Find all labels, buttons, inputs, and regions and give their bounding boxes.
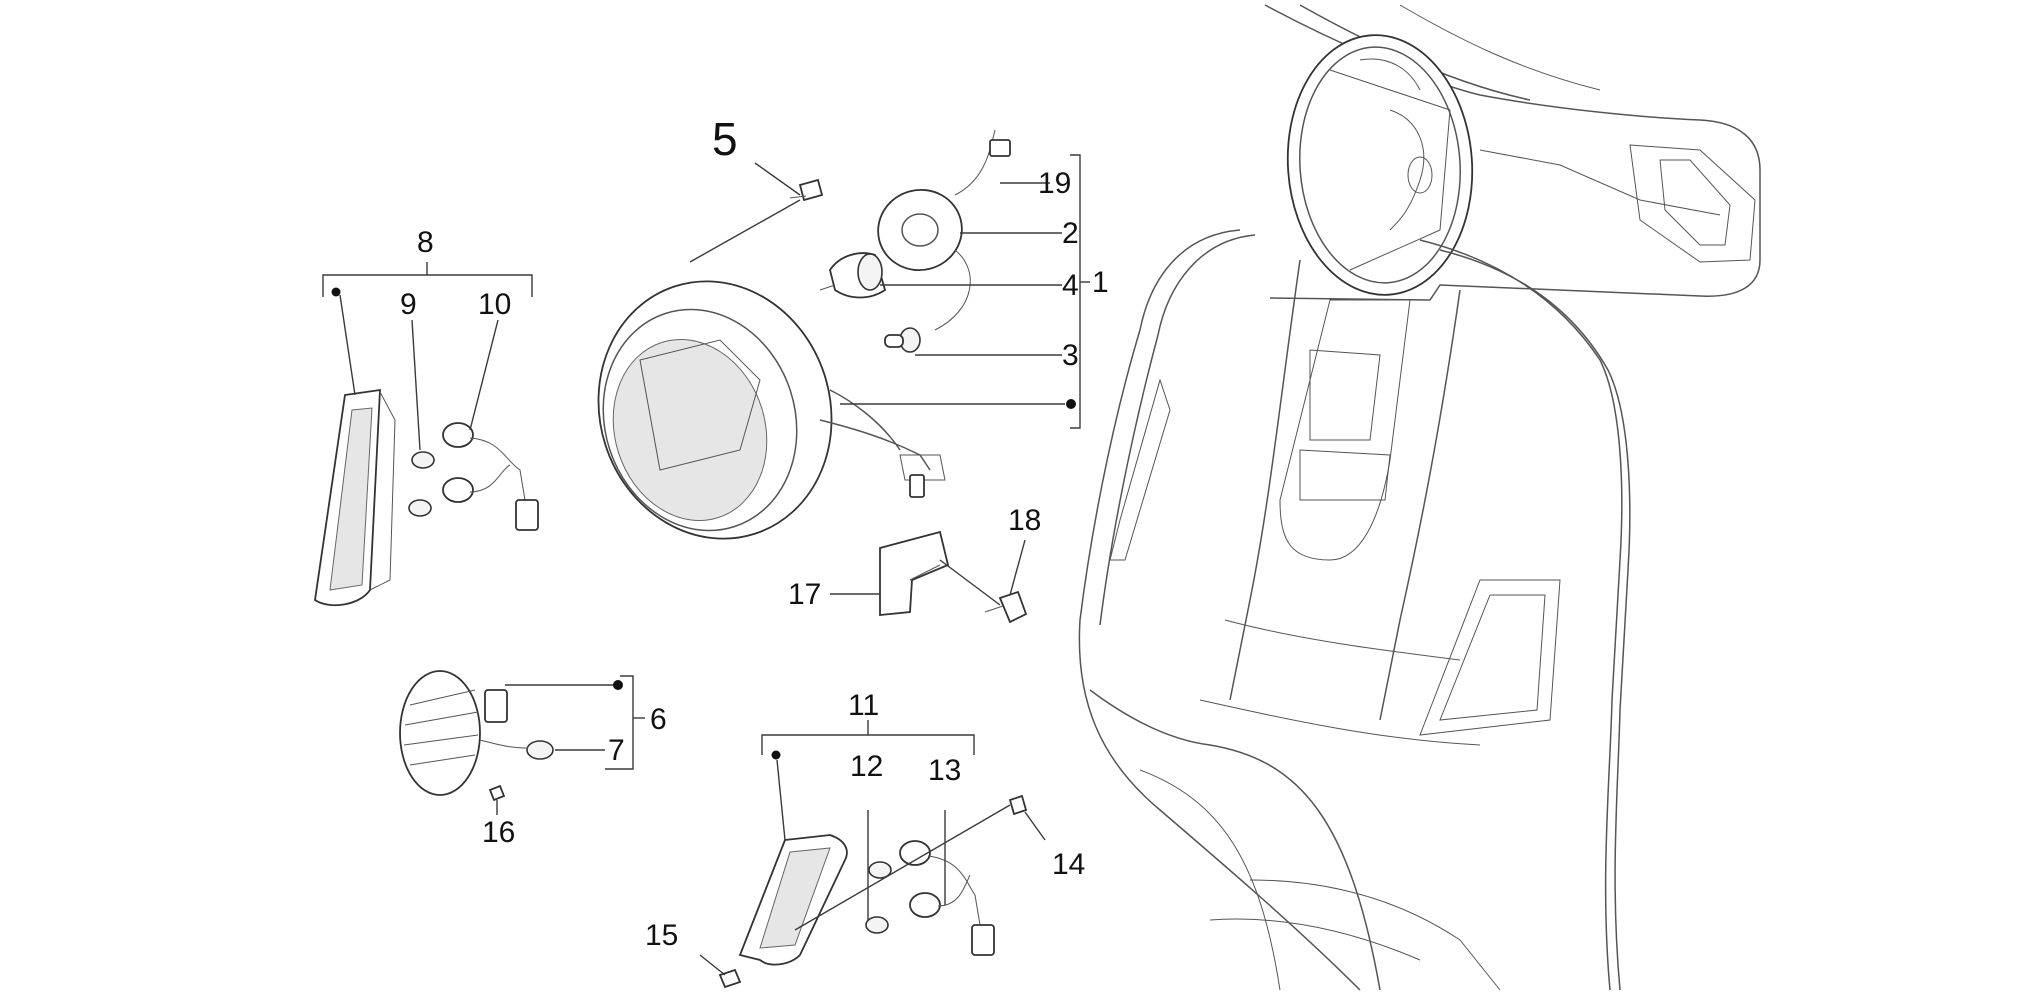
- callout-16: 16: [482, 816, 515, 849]
- callout-2: 2: [1062, 217, 1079, 250]
- callout-7: 7: [608, 734, 625, 767]
- left-indicator-assembly: [314, 388, 539, 607]
- callout-6: 6: [650, 703, 667, 736]
- headlamp-bulb-parts: [789, 129, 1011, 353]
- bracket-and-screw: [879, 530, 1028, 624]
- callout-19: 19: [1038, 167, 1071, 200]
- callout-9: 9: [400, 288, 417, 321]
- callout-3: 3: [1062, 339, 1079, 372]
- callout-5: 5: [712, 113, 738, 165]
- callout-12: 12: [850, 750, 883, 783]
- callout-11: 11: [848, 689, 879, 722]
- callout-15: 15: [645, 919, 678, 952]
- callout-4: 4: [1062, 269, 1079, 302]
- callout-13: 13: [928, 754, 961, 787]
- right-indicator-assembly: [718, 794, 1028, 989]
- leader-lines: [322, 154, 1090, 976]
- callout-10: 10: [478, 288, 511, 321]
- headlamp-assembly: [597, 280, 946, 540]
- callout-14: 14: [1052, 848, 1085, 881]
- callout-1: 1: [1092, 266, 1109, 299]
- callout-labels: 1 2 3 4 5 6 7 8 9 10 11 12 13 14 15 16 1…: [400, 113, 1109, 952]
- reference-dots: [331, 287, 1076, 760]
- callout-17: 17: [788, 578, 821, 611]
- tail-lamp-assembly: [399, 670, 554, 802]
- callout-18: 18: [1008, 504, 1041, 537]
- callout-8: 8: [417, 226, 434, 259]
- scooter-front-body: [1078, 4, 1761, 991]
